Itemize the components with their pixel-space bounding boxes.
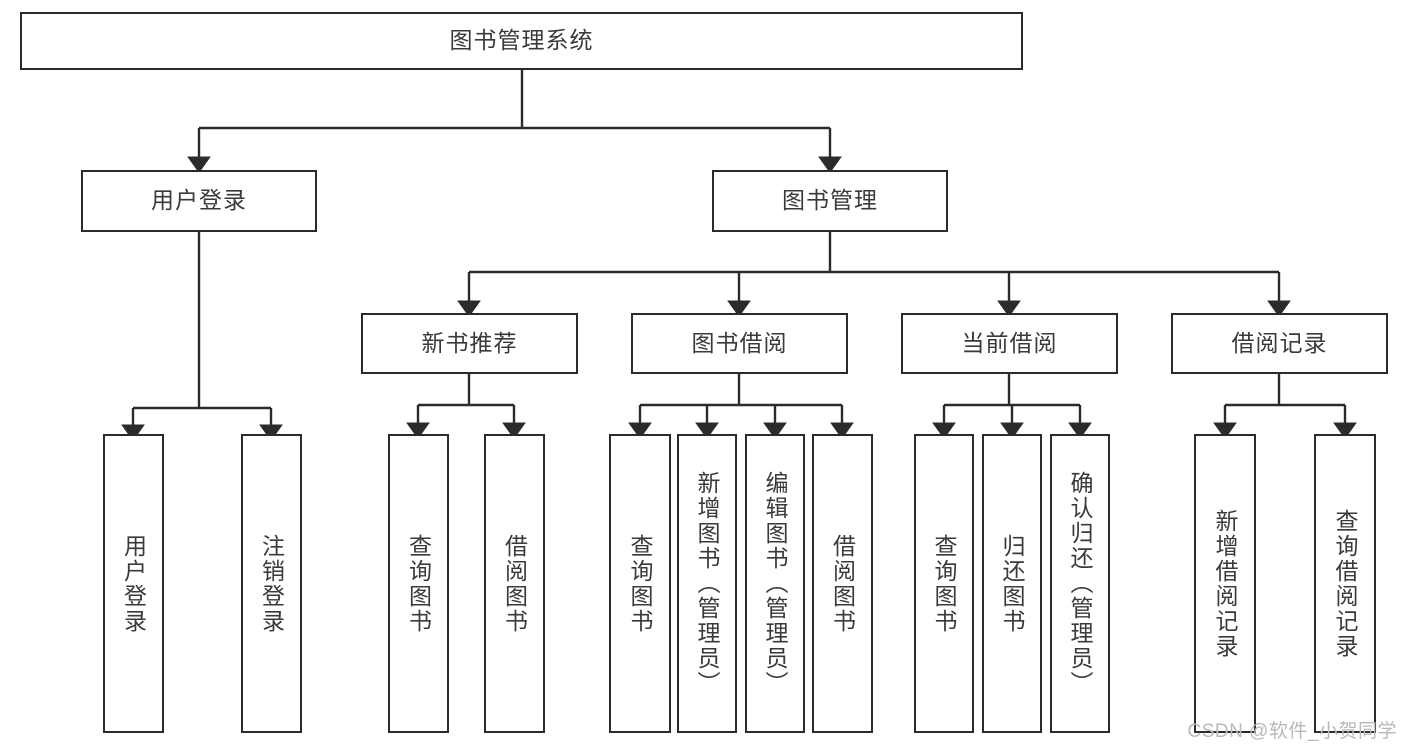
leaf-records-add-record-label: 新增借阅记录 <box>1212 508 1239 659</box>
leaf-borrow-borrow-book[interactable]: 借阅图书 <box>812 434 873 733</box>
leaf-borrow-edit-book-admin[interactable]: 编辑图书（管理员） <box>745 434 805 733</box>
leaf-user-login-logout-label: 注销登录 <box>258 533 285 634</box>
leaf-borrow-add-book-admin[interactable]: 新增图书（管理员） <box>677 434 737 733</box>
node-new-book-recommend[interactable]: 新书推荐 <box>361 313 578 374</box>
node-book-borrow-label: 图书借阅 <box>691 329 788 356</box>
node-new-book-recommend-label: 新书推荐 <box>421 329 518 356</box>
leaf-new-book-borrow[interactable]: 借阅图书 <box>484 434 545 733</box>
leaf-new-book-query-label: 查询图书 <box>405 533 432 634</box>
leaf-borrow-query-book[interactable]: 查询图书 <box>609 434 671 733</box>
node-book-borrow[interactable]: 图书借阅 <box>631 313 848 374</box>
leaf-user-login-login-label: 用户登录 <box>120 533 147 634</box>
node-user-login[interactable]: 用户登录 <box>81 170 317 232</box>
leaf-current-query-book-label: 查询图书 <box>931 533 958 634</box>
node-root[interactable]: 图书管理系统 <box>20 12 1023 70</box>
leaf-records-query-record-label: 查询借阅记录 <box>1332 508 1359 659</box>
leaf-current-return-book-label: 归还图书 <box>999 533 1026 634</box>
leaf-borrow-edit-book-admin-label: 编辑图书（管理员） <box>762 471 789 696</box>
node-user-login-label: 用户登录 <box>151 187 247 214</box>
leaf-new-book-query[interactable]: 查询图书 <box>388 434 449 733</box>
leaf-user-login-login[interactable]: 用户登录 <box>103 434 164 733</box>
node-current-borrow-label: 当前借阅 <box>961 329 1058 356</box>
node-current-borrow[interactable]: 当前借阅 <box>901 313 1118 374</box>
leaf-current-return-book[interactable]: 归还图书 <box>982 434 1042 733</box>
leaf-current-query-book[interactable]: 查询图书 <box>914 434 974 733</box>
leaf-current-confirm-return-admin[interactable]: 确认归还（管理员） <box>1050 434 1110 733</box>
node-borrow-records-label: 借阅记录 <box>1231 329 1328 356</box>
leaf-borrow-add-book-admin-label: 新增图书（管理员） <box>694 471 721 696</box>
leaf-current-confirm-return-admin-label: 确认归还（管理员） <box>1067 471 1094 696</box>
csdn-watermark: CSDN @软件_小贺同学 <box>1187 721 1397 742</box>
leaf-records-query-record[interactable]: 查询借阅记录 <box>1314 434 1376 733</box>
leaf-borrow-borrow-book-label: 借阅图书 <box>829 533 856 634</box>
node-borrow-records[interactable]: 借阅记录 <box>1171 313 1388 374</box>
leaf-user-login-logout[interactable]: 注销登录 <box>241 434 302 733</box>
node-book-management[interactable]: 图书管理 <box>712 170 948 232</box>
node-book-management-label: 图书管理 <box>782 187 878 214</box>
leaf-borrow-query-book-label: 查询图书 <box>627 533 654 634</box>
leaf-records-add-record[interactable]: 新增借阅记录 <box>1194 434 1256 733</box>
node-root-label: 图书管理系统 <box>449 27 594 54</box>
leaf-new-book-borrow-label: 借阅图书 <box>501 533 528 634</box>
